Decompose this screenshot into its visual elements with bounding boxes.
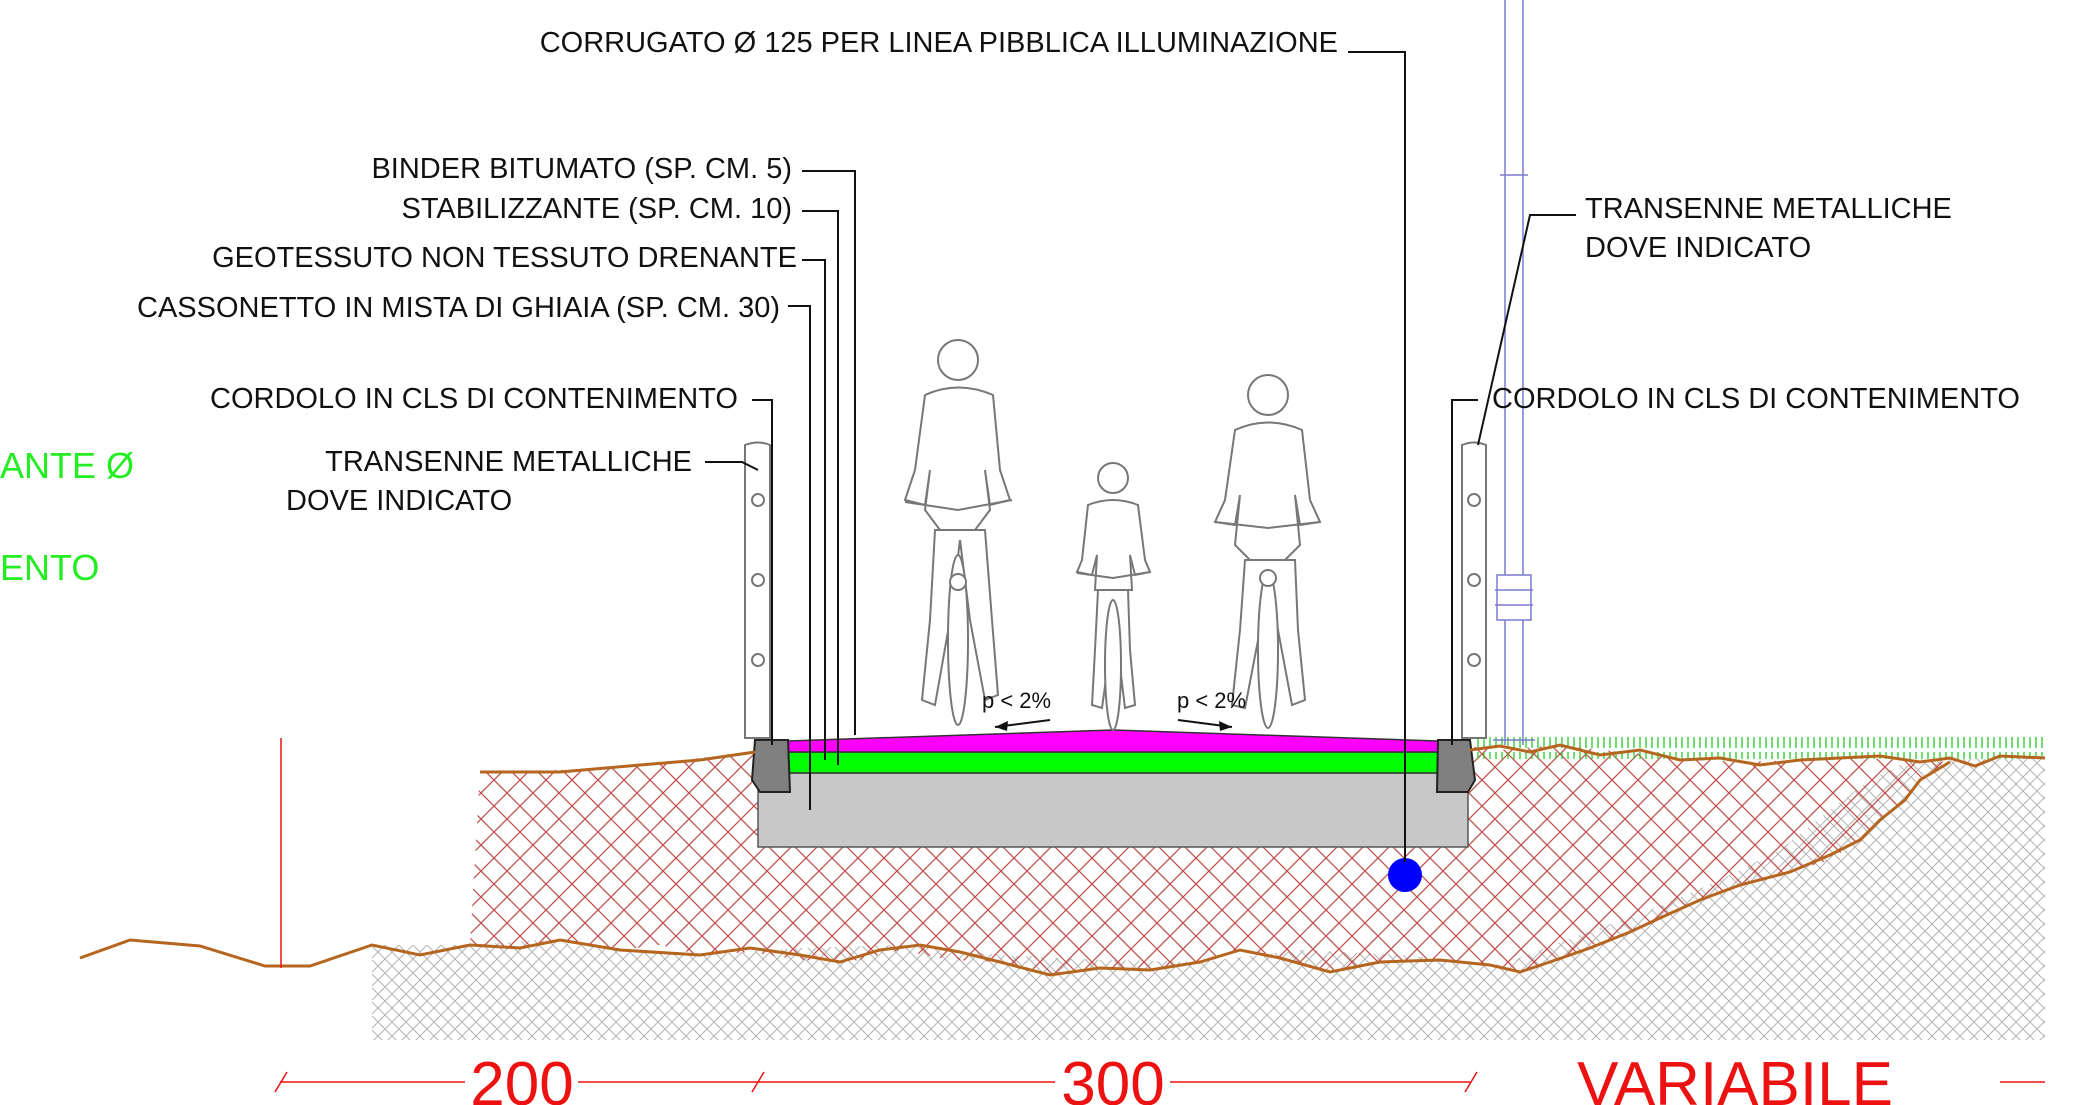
- stabilizzante-layer: [757, 751, 1469, 774]
- cyclist-left: [903, 339, 1013, 726]
- label-binder: BINDER BITUMATO (SP. CM. 5): [371, 153, 792, 185]
- gravel-base: [372, 758, 2045, 1040]
- leader-lines: [705, 51, 1576, 862]
- curb-right: [1435, 739, 1477, 793]
- grass-strip: [1475, 737, 2045, 759]
- label-transenne-right-1: TRANSENNE METALLICHE: [1585, 193, 1952, 225]
- label-green-2: ENTO: [0, 547, 99, 588]
- lamp-post: [1493, 0, 1535, 745]
- dimension-label-right: VARIABILE: [1577, 1050, 1893, 1105]
- slope-arrow-right: [1177, 719, 1233, 731]
- label-green-1: ANTE Ø: [0, 445, 134, 486]
- slope-arrow-left: [994, 719, 1051, 731]
- curb-left: [750, 739, 792, 793]
- label-cordolo-right: CORDOLO IN CLS DI CONTENIMENTO: [1492, 383, 2020, 415]
- corrugato-pipe: [1388, 858, 1422, 892]
- dimension-label-middle: 300: [1061, 1050, 1164, 1105]
- cassonetto-layer: [757, 772, 1469, 848]
- cyclist-right: [1213, 374, 1322, 729]
- dimension-label-left: 200: [470, 1050, 573, 1105]
- label-transenne-right-2: DOVE INDICATO: [1585, 232, 1811, 264]
- barrier-post-right: [1461, 441, 1487, 739]
- label-corrugato: CORRUGATO Ø 125 PER LINEA PIBBLICA ILLUM…: [540, 27, 1338, 59]
- barrier-post-left: [744, 441, 771, 739]
- label-transenne-left-1: TRANSENNE METALLICHE: [325, 446, 692, 478]
- binder-layer: [757, 729, 1469, 753]
- ground-line-bottom: [79, 760, 1951, 977]
- dimension-line: [274, 1071, 2045, 1093]
- label-cassonetto: CASSONETTO IN MISTA DI GHIAIA (SP. CM. 3…: [137, 292, 780, 324]
- label-stabilizzante: STABILIZZANTE (SP. CM. 10): [401, 193, 792, 225]
- label-geotessuto: GEOTESSUTO NON TESSUTO DRENANTE: [212, 242, 797, 274]
- slope-label-left: p < 2%: [982, 688, 1051, 713]
- ground-line-left: [480, 750, 756, 774]
- label-transenne-left-2: DOVE INDICATO: [286, 485, 512, 517]
- slope-label-right: p < 2%: [1177, 688, 1246, 713]
- ground-line-right: [1469, 743, 2046, 768]
- cyclist-middle: [1075, 462, 1152, 731]
- label-cordolo-left: CORDOLO IN CLS DI CONTENIMENTO: [210, 383, 738, 415]
